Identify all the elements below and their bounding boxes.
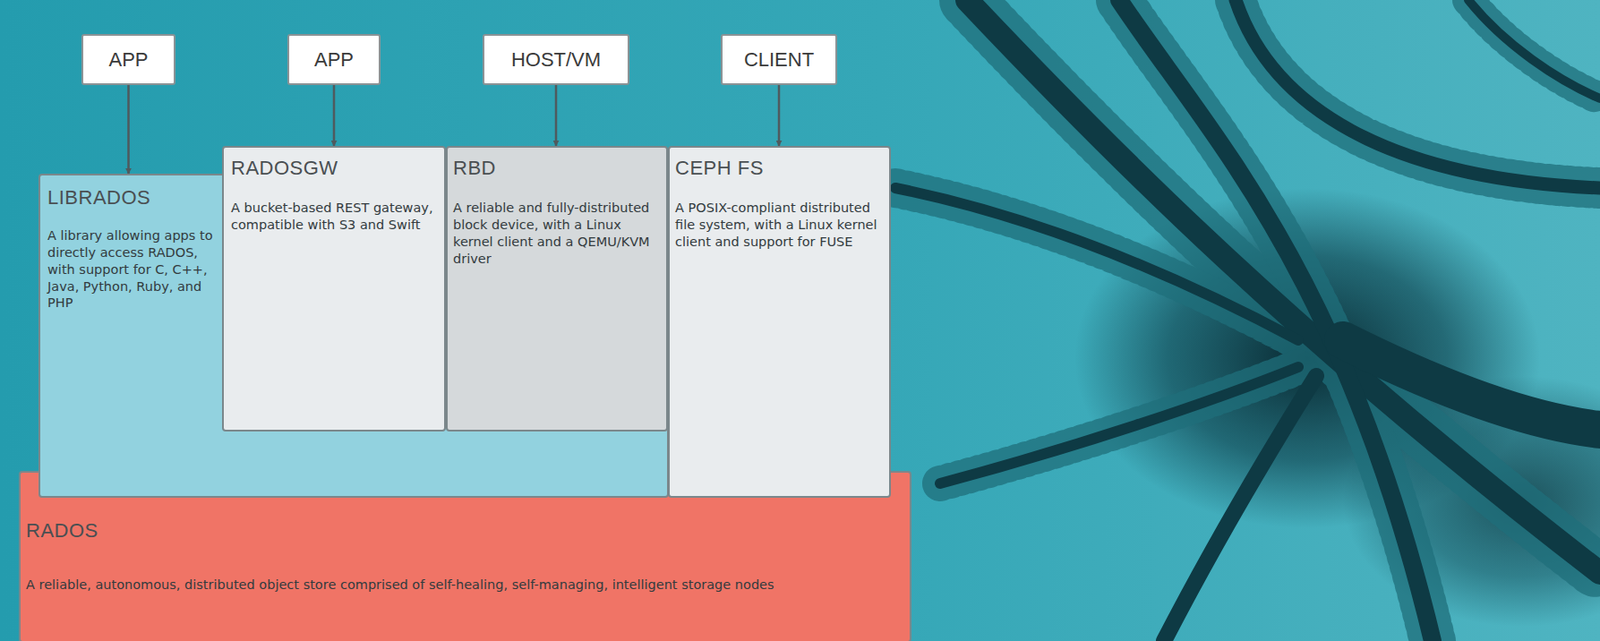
plant-branches [895, 0, 1600, 641]
arrow-connector [127, 85, 130, 174]
layer-description: A bucket-based REST gateway, compatible … [231, 199, 437, 234]
layer-title: LIBRADOS [47, 186, 214, 210]
box-label: CLIENT [744, 48, 814, 72]
box-label: APP [108, 48, 148, 72]
arrow-connector [778, 85, 781, 146]
box-label: HOST/VM [511, 48, 601, 72]
layer-description: A reliable, autonomous, distributed obje… [25, 576, 905, 594]
host-box: HOST/VM [482, 34, 630, 86]
layer-title: RBD [453, 156, 661, 180]
layer-description: A library allowing apps to directly acce… [47, 227, 214, 312]
arrow-connector [333, 85, 336, 146]
layer-description: A POSIX-compliant distributed file syste… [675, 199, 884, 251]
client-box: CLIENT [720, 34, 838, 86]
filesystem-layer: CEPH FS A POSIX-compliant distributed fil… [667, 145, 891, 498]
gateway-layer: RADOSGW A bucket-based REST gateway, comp… [222, 145, 446, 432]
app-box: APP [81, 34, 176, 86]
app-box: APP [287, 34, 381, 86]
layer-description: A reliable and fully-distributed block d… [453, 199, 661, 267]
block-layer: RBD A reliable and fully-distributed bloc… [445, 145, 668, 432]
layer-title: RADOS [25, 519, 905, 543]
arrow-connector [555, 85, 558, 146]
layer-title: CEPH FS [675, 156, 884, 180]
layer-title: RADOSGW [231, 156, 437, 180]
box-label: APP [314, 48, 354, 72]
